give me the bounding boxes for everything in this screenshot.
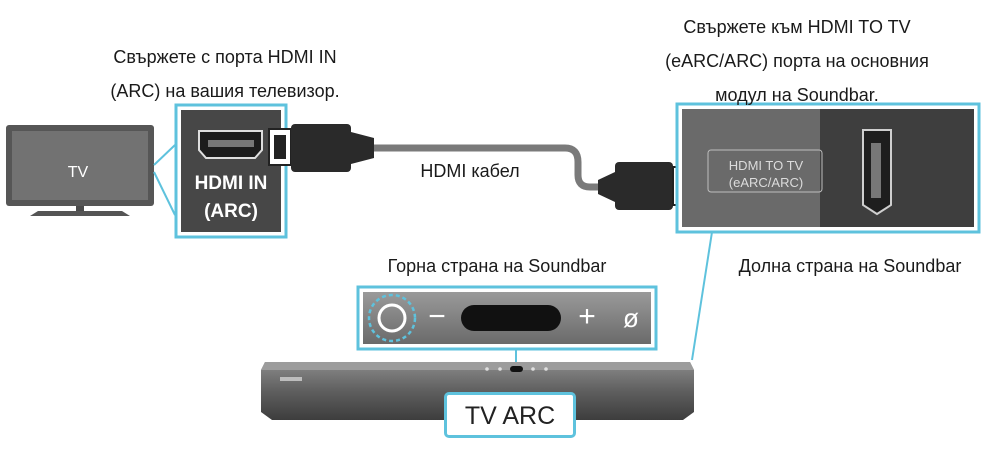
tv-icon [6, 125, 154, 216]
soundbar-side-instruction: Свържете към HDMI TO TV (eARC/ARC) порта… [612, 10, 982, 112]
soundbar-side-instruction-line2: (eARC/ARC) порта на основния [665, 51, 929, 71]
tv-side-instruction-line2: (ARC) на вашия телевизор. [110, 81, 340, 101]
tv-side-instruction: Свържете с порта HDMI IN (ARC) на вашия … [60, 40, 390, 108]
volume-down-icon: − [428, 300, 446, 333]
tv-arc-button-callout [444, 392, 576, 438]
tv-hdmi-in-panel [174, 103, 288, 239]
tv-port-label-line1: HDMI IN [194, 173, 268, 194]
tv-port-zoom-connector [153, 144, 176, 216]
soundbar-top-control-panel [356, 285, 658, 366]
tv-arc-button-label: TV ARC [464, 402, 556, 430]
tv-port-label: HDMI IN (ARC) [176, 170, 286, 226]
soundbar-hdmi-to-tv-panel [675, 102, 981, 234]
soundbar-port-label: HDMI TO TV (eARC/ARC) [710, 157, 822, 191]
cable-label: HDMI кабел [420, 161, 520, 181]
soundbar-side-instruction-line1: Свържете към HDMI TO TV [683, 17, 911, 37]
hdmi-cable [374, 144, 598, 191]
tv-port-label-line2: (ARC) [204, 201, 258, 222]
volume-up-icon: + [578, 300, 596, 333]
soundbar-port-label-line1: HDMI TO TV [728, 158, 804, 173]
soundbar-icon [261, 362, 694, 420]
tv-side-instruction-line1: Свържете с порта HDMI IN [113, 47, 337, 67]
soundbar-port-label-line2: (eARC/ARC) [728, 175, 804, 190]
soundbar-bottom-label: Долна страна на Soundbar [738, 256, 962, 276]
soundbar-side-instruction-line3: модул на Soundbar. [715, 85, 879, 105]
soundbar-bottom-connector [691, 231, 713, 361]
tv-label: TV [67, 164, 89, 181]
hdmi-plug-tv-side-icon [268, 124, 374, 172]
mic-off-icon: ø [623, 303, 639, 333]
soundbar-top-label: Горна страна на Soundbar [387, 256, 607, 276]
